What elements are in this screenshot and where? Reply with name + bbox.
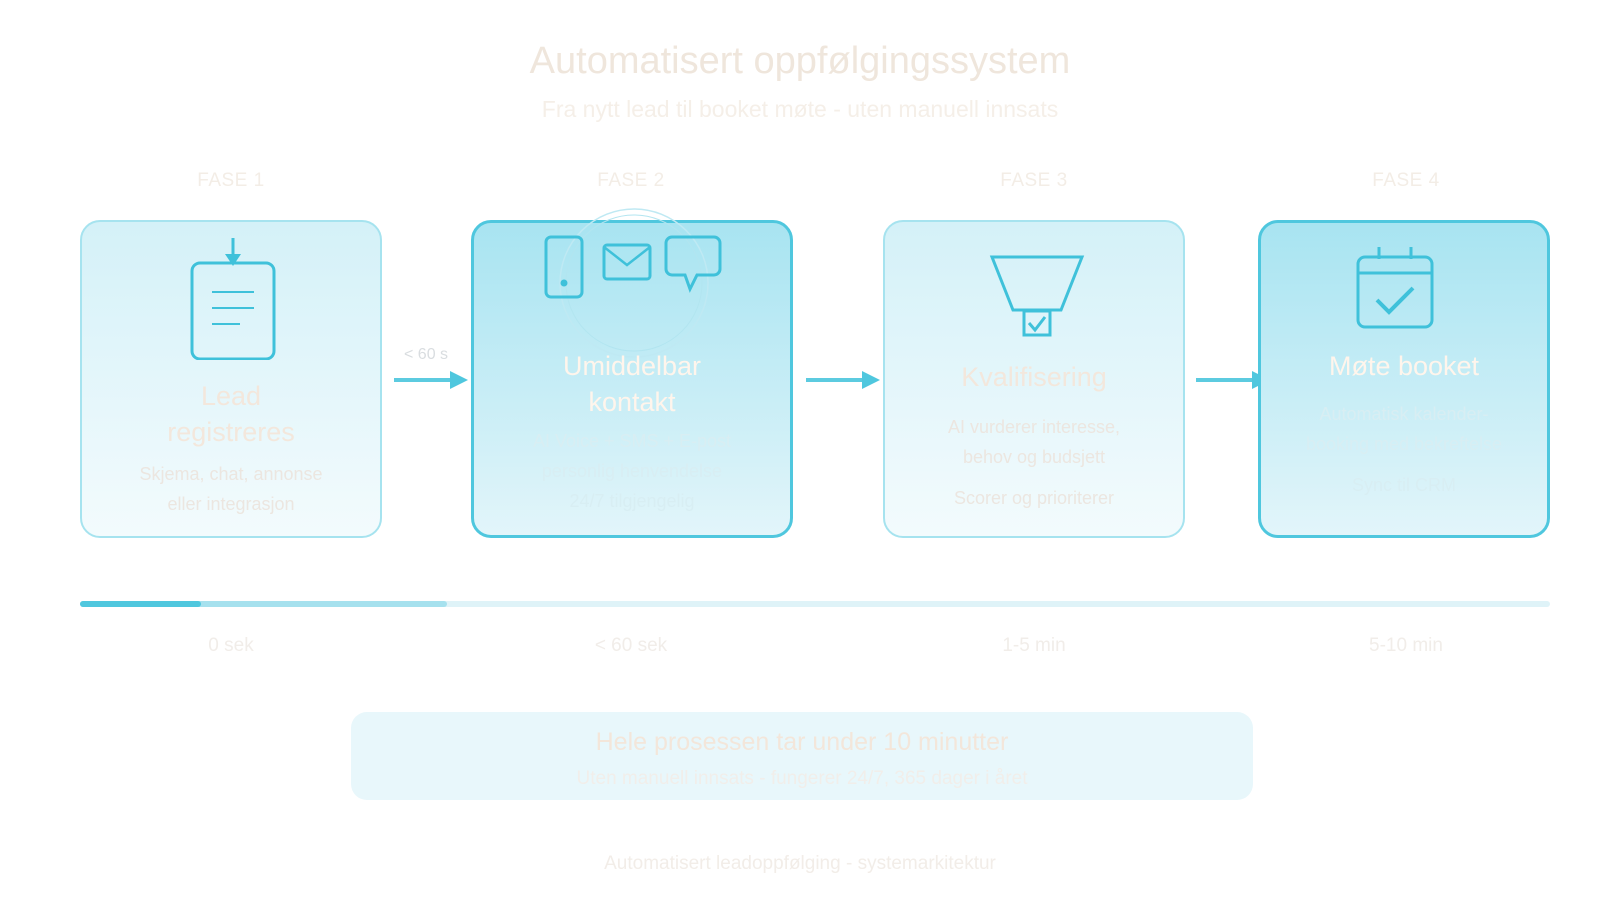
phase-3-description: AI vurderer interesse, behov og budsjett	[885, 412, 1183, 472]
phase-2-time: < 60 sek	[594, 635, 668, 656]
phone-icon	[544, 235, 584, 299]
clipboard-icon	[190, 238, 276, 360]
phase-1-title: Lead registreres	[82, 378, 380, 450]
multichannel-contact-icon	[544, 208, 722, 358]
progress-buffer	[80, 601, 447, 607]
funnel-icon	[989, 255, 1085, 337]
calendar-check-icon	[1356, 247, 1434, 329]
phase-4-note: Sync til CRM	[1351, 475, 1456, 495]
phase-3-title-line: Kvalifisering	[961, 362, 1107, 392]
phase-4-desc-line: Automatisk kalender-	[1319, 404, 1489, 424]
phase-2-title-line: Umiddelbar	[562, 351, 702, 381]
progress-track	[80, 601, 1550, 607]
phase-3-desc-line: behov og budsjett	[962, 447, 1106, 467]
arrow-right-icon	[806, 371, 880, 389]
phase-2-desc-line: personlig henvendelse	[541, 461, 723, 481]
phase-1-desc-line: eller integrasjon	[167, 494, 295, 514]
phase-2-desc-line: 24/7 tilgjengelig	[569, 491, 695, 511]
phase-4-label: FASE 4	[1372, 170, 1440, 191]
summary-title: Hele prosessen tar under 10 minutter	[595, 728, 1009, 756]
phase-4-title: Møte booket	[1261, 348, 1547, 384]
phase-4-desc-line: booking med bekreftelse	[1305, 434, 1503, 454]
summary-subtitle: Uten manuell innsats - fungerer 24/7, 36…	[576, 768, 1028, 789]
phase-1-card: Lead registreres Skjema, chat, annonse e…	[80, 220, 382, 538]
phase-4-time: 5-10 min	[1369, 635, 1443, 656]
phase-1-description: Skjema, chat, annonse eller integrasjon	[82, 459, 380, 519]
phase-3-note: Scorer og prioriterer	[953, 488, 1115, 508]
phase-4-card: Møte booket Automatisk kalender- booking…	[1258, 220, 1550, 538]
phase-4-description: Automatisk kalender- booking med bekreft…	[1261, 399, 1547, 459]
chat-bubble-icon	[664, 235, 722, 293]
phase-2-description: AI Voice + SMS + E-post personlig henven…	[474, 426, 790, 516]
phase-3-label: FASE 3	[1000, 170, 1068, 191]
phase-1-label: FASE 1	[197, 170, 265, 191]
phase-4-title-line: Møte booket	[1328, 351, 1480, 381]
phase-1-title-line: Lead	[200, 381, 262, 411]
arrow-right-icon	[394, 371, 468, 389]
phase-1-desc-line: Skjema, chat, annonse	[139, 464, 323, 484]
phase-3-card: Kvalifisering AI vurderer interesse, beh…	[883, 220, 1185, 538]
phase-2-label: FASE 2	[597, 170, 665, 191]
mail-icon	[602, 243, 652, 281]
page-subtitle: Fra nytt lead til booket møte - uten man…	[541, 96, 1059, 122]
phase-1-title-line: registreres	[167, 417, 295, 447]
phase-2-card: Umiddelbar kontakt AI Voice + SMS + E-po…	[471, 208, 793, 538]
phase-3-title: Kvalifisering	[885, 359, 1183, 395]
phase-3-time: 1-5 min	[1002, 635, 1066, 656]
phase-2-title: Umiddelbar kontakt	[474, 348, 790, 420]
phase-2-desc-line: AI Voice + SMS + E-post	[532, 431, 732, 451]
arrow-1-label: < 60 s	[404, 346, 449, 363]
page-title: Automatisert oppfølgingssystem	[529, 40, 1071, 82]
footer-caption: Automatisert leadoppfølging - systemarki…	[604, 853, 996, 874]
phase-1-time: 0 sek	[208, 635, 254, 656]
phase-3-desc-line: AI vurderer interesse,	[947, 417, 1121, 437]
phase-2-title-line: kontakt	[588, 387, 676, 417]
summary-box: Hele prosessen tar under 10 minutter Ute…	[351, 712, 1253, 800]
progress-fill	[80, 601, 201, 607]
